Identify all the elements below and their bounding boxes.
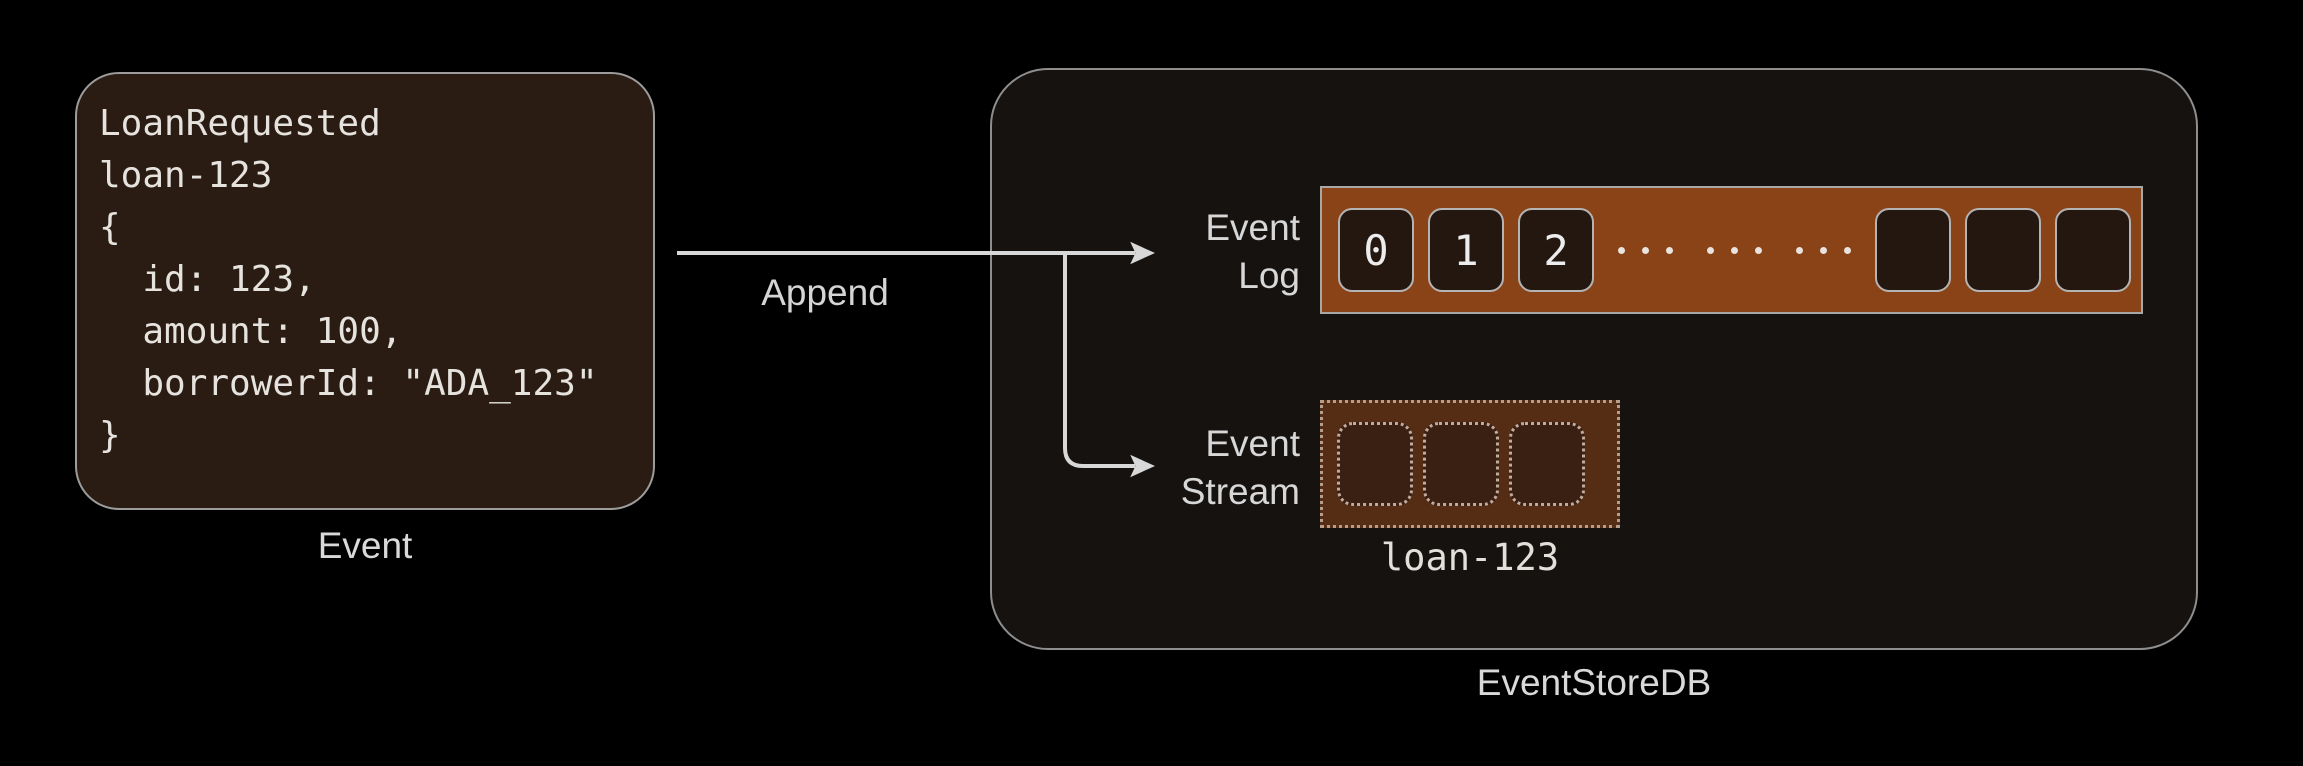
event-stream-cell-2: [1423, 422, 1499, 506]
ellipsis-group-2: [1707, 246, 1762, 254]
event-log-label: Event Log: [1205, 207, 1300, 296]
ellipsis-dot: [1755, 246, 1762, 254]
event-log-cell-empty-1: [1875, 208, 1951, 292]
event-stream-cell-1: [1337, 422, 1413, 506]
ellipsis-dot: [1820, 246, 1827, 254]
event-card: LoanRequested loan-123 { id: 123, amount…: [75, 72, 655, 510]
event-log-cell-0: 0: [1338, 208, 1414, 292]
eventstoredb-container: [990, 68, 2198, 650]
ellipsis-dot: [1618, 246, 1625, 254]
event-stream-label: Event Stream: [1180, 423, 1300, 512]
eventstoredb-caption: EventStoreDB: [1476, 662, 1712, 703]
event-log-cell-empty-3: [2055, 208, 2131, 292]
ellipsis-dot: [1642, 246, 1649, 254]
event-stream-cell-3: [1509, 422, 1585, 506]
event-log-cell-1: 1: [1428, 208, 1504, 292]
event-log-bar: 0 1 2: [1320, 186, 2143, 314]
ellipsis-group-3: [1796, 246, 1851, 254]
ellipsis-dot: [1844, 246, 1851, 254]
ellipsis-dot: [1666, 246, 1673, 254]
event-payload-code: LoanRequested loan-123 { id: 123, amount…: [99, 103, 598, 456]
event-card-caption: Event: [317, 525, 413, 566]
event-stream-caption: loan-123: [1380, 536, 1560, 579]
event-log-ellipsis: [1608, 246, 1861, 254]
event-stream-bar: [1320, 400, 1620, 528]
ellipsis-dot: [1707, 246, 1714, 254]
event-log-cell-empty-2: [1965, 208, 2041, 292]
ellipsis-group-1: [1618, 246, 1673, 254]
ellipsis-dot: [1731, 246, 1738, 254]
append-label: Append: [761, 272, 889, 313]
ellipsis-dot: [1796, 246, 1803, 254]
event-log-cell-2: 2: [1518, 208, 1594, 292]
